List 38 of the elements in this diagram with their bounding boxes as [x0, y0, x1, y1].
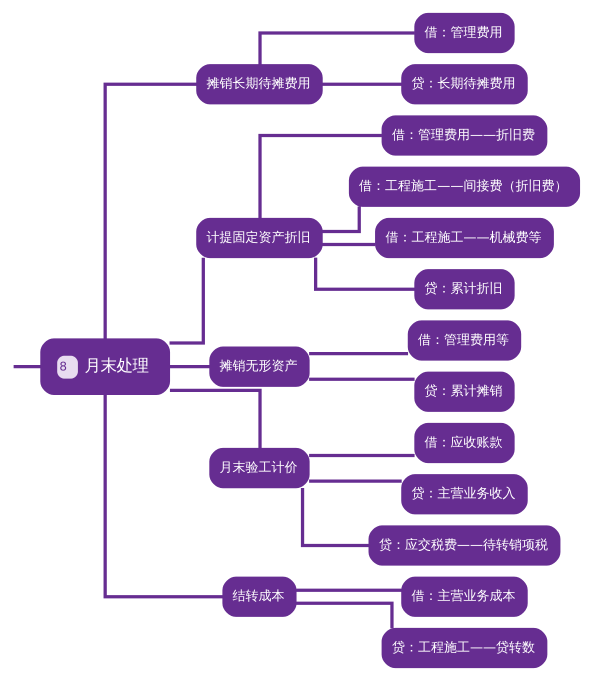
node-box: 计提固定资产折旧: [196, 217, 323, 258]
connector: [296, 601, 394, 628]
connector: [258, 30, 414, 64]
connector: [170, 388, 262, 448]
node-box: 借：应收账款: [414, 422, 515, 463]
node-box: 借：管理费用: [414, 12, 515, 53]
node-box: 月末验工计价: [209, 447, 310, 488]
node-box: 结转成本: [222, 576, 297, 616]
connector: [309, 479, 402, 482]
connector: [296, 588, 402, 592]
node-box: 贷：主营业务收入: [401, 474, 528, 514]
node-box: 借：管理费用等: [408, 320, 522, 360]
node-box: 贷：累计摊销: [414, 371, 515, 412]
node-box: 摊销长期待摊费用: [196, 64, 323, 104]
connector: [170, 257, 205, 344]
connector: [258, 133, 382, 218]
connector: [322, 82, 402, 86]
node-box: 贷：长期待摊费用: [401, 64, 528, 104]
node-box: 摊销无形资产: [209, 346, 310, 386]
connector: [300, 488, 369, 547]
node-box: 借：工程施工——间接费（折旧费）: [348, 166, 580, 206]
connector: [309, 453, 415, 457]
connector: [314, 257, 414, 290]
node-box: 贷：累计折旧: [414, 268, 515, 309]
node-box: 借：管理费用——折旧费: [382, 114, 548, 156]
connector: [322, 206, 361, 233]
connector: [322, 242, 376, 246]
connector: [104, 394, 223, 598]
node-box: 贷：应交税费——待转销项税: [368, 524, 560, 566]
node-box: 借：工程施工——机械费等: [375, 217, 554, 258]
connector: [309, 351, 408, 355]
connector: [14, 364, 41, 368]
node-box: 贷：工程施工——贷转数: [382, 627, 548, 668]
connector: [104, 82, 197, 338]
node-box: 借：主营业务成本: [401, 576, 528, 616]
connector: [170, 364, 210, 368]
connector: [309, 377, 415, 380]
node-box: 8 月末处理: [40, 338, 170, 395]
